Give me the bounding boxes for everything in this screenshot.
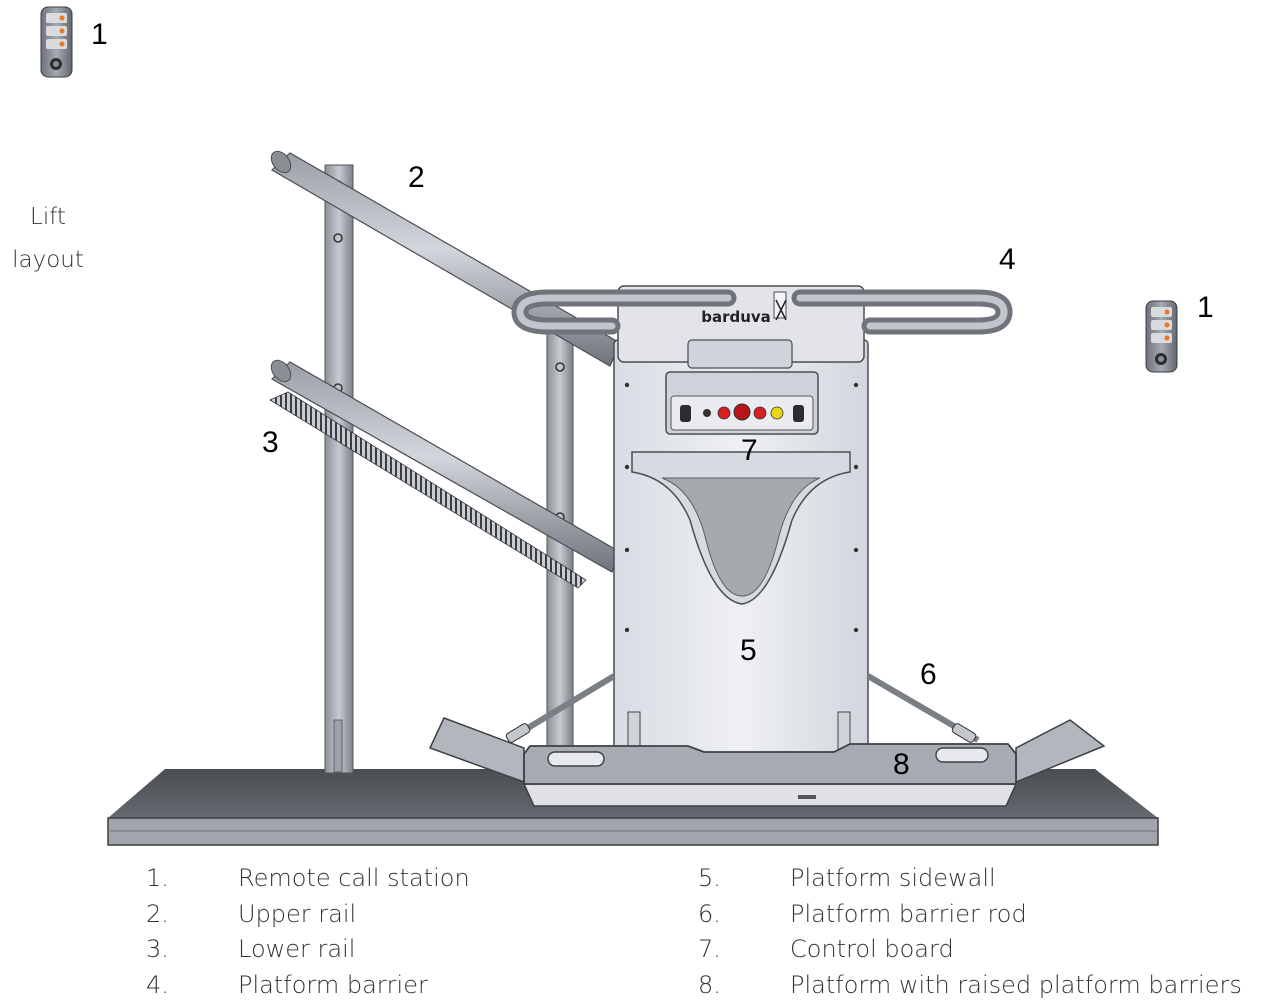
legend-label: Platform barrier [238, 971, 428, 1006]
callout-upper-rail: 2 [408, 163, 425, 193]
brand-logo: barduva [701, 308, 771, 326]
legend-item: 1.Remote call station [146, 864, 470, 900]
remote-call-station-icon [1146, 301, 1177, 372]
side-title: Lift layout [0, 196, 96, 282]
side-title-line1: Lift [0, 196, 96, 239]
callout-platform-sidewall: 5 [740, 636, 757, 666]
legend-label: Control board [790, 935, 954, 971]
callout-platform: 8 [893, 750, 910, 780]
legend-label: Platform barrier rod [790, 900, 1027, 936]
legend-label: Remote call station [238, 864, 470, 900]
remote-call-station-icon [41, 7, 72, 77]
callout-remote-top: 1 [91, 20, 108, 50]
key-switch-icon [703, 409, 711, 417]
legend-item: 6.Platform barrier rod [698, 900, 1242, 936]
control-board [666, 372, 818, 434]
legend-number: 1. [146, 864, 238, 900]
callout-control-board: 7 [741, 436, 758, 466]
legend-number: 3. [146, 935, 238, 971]
legend-number: 5. [698, 864, 790, 900]
legend-item: 2.Upper rail [146, 900, 470, 936]
legend-number: 8. [698, 971, 790, 1006]
callout-remote-right: 1 [1197, 293, 1214, 323]
callout-barrier-rod: 6 [920, 660, 937, 690]
legend-number: 6. [698, 900, 790, 936]
legend-label: Lower rail [238, 935, 355, 971]
legend-label: Platform sidewall [790, 864, 996, 900]
legend-item: 5.Platform sidewall [698, 864, 1242, 900]
emergency-stop-icon [734, 404, 750, 420]
yellow-button-icon [771, 407, 783, 419]
legend-label: Upper rail [238, 900, 356, 936]
callout-lower-rail: 3 [262, 428, 279, 458]
legend-right: 5.Platform sidewall 6.Platform barrier r… [698, 864, 1242, 1006]
legend-item: 7.Control board [698, 935, 1242, 971]
legend-number: 2. [146, 900, 238, 936]
legend-number: 7. [698, 935, 790, 971]
red-button-icon [718, 407, 730, 419]
side-title-line2: layout [0, 239, 96, 282]
legend-number: 4. [146, 971, 238, 1006]
legend-item: 8.Platform with raised platform barriers [698, 971, 1242, 1006]
callout-platform-barrier: 4 [999, 245, 1016, 275]
legend-left: 1.Remote call station 2.Upper rail 3.Low… [146, 864, 470, 1006]
legend-label: Platform with raised platform barriers [790, 971, 1242, 1006]
legend-item: 4.Platform barrier [146, 971, 470, 1006]
legend-item: 3.Lower rail [146, 935, 470, 971]
red-button-icon [754, 407, 766, 419]
